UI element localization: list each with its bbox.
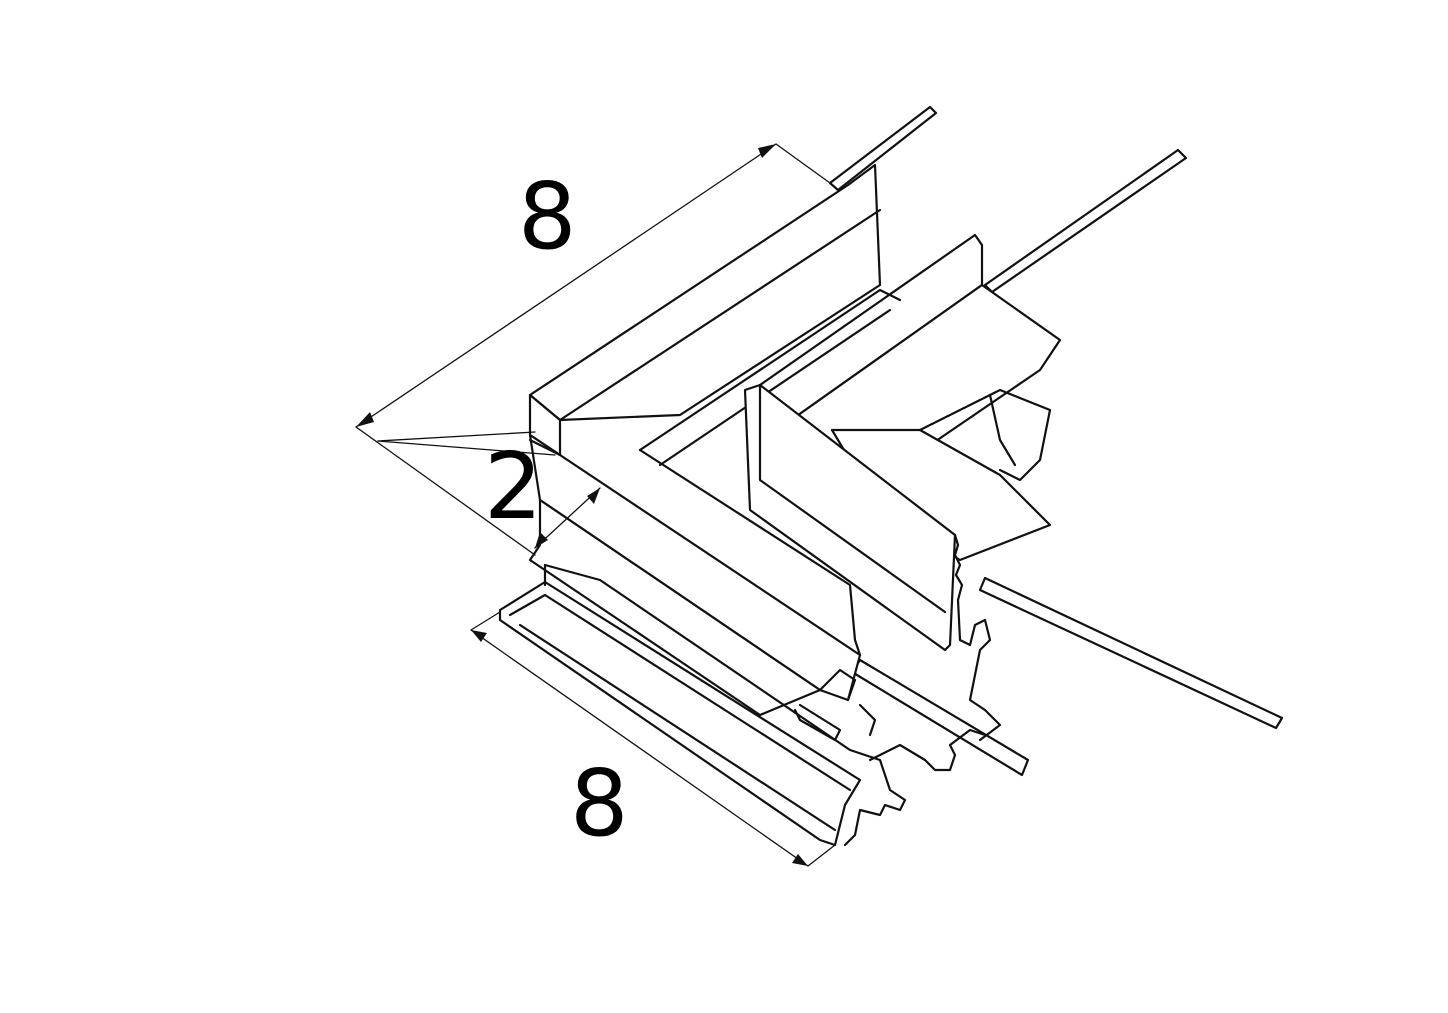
right-fin bbox=[743, 383, 1002, 742]
cables bbox=[828, 105, 1284, 777]
top-plate bbox=[528, 163, 902, 467]
arrow-head-icon bbox=[356, 412, 374, 427]
arrow-head-icon bbox=[758, 144, 776, 158]
cable-lower-left bbox=[850, 658, 1030, 777]
cable-upper-left bbox=[828, 105, 938, 192]
arrow-head-icon bbox=[792, 854, 808, 866]
dimension-lines bbox=[355, 143, 836, 867]
dim-line-top bbox=[355, 143, 777, 428]
main-profile bbox=[528, 433, 862, 717]
arrow-head-icon bbox=[471, 630, 487, 642]
arrow-head-icon bbox=[587, 488, 600, 504]
dim-line-bottom bbox=[470, 629, 809, 867]
cable-upper-right bbox=[983, 148, 1188, 294]
dimension-label-depth: 2 bbox=[484, 433, 543, 540]
dimension-label-bottom: 8 bbox=[570, 750, 629, 857]
base-profile bbox=[498, 563, 987, 847]
dimension-label-top: 8 bbox=[518, 163, 577, 270]
arrow-head-icon bbox=[535, 532, 548, 548]
cable-lower-right bbox=[978, 576, 1284, 730]
